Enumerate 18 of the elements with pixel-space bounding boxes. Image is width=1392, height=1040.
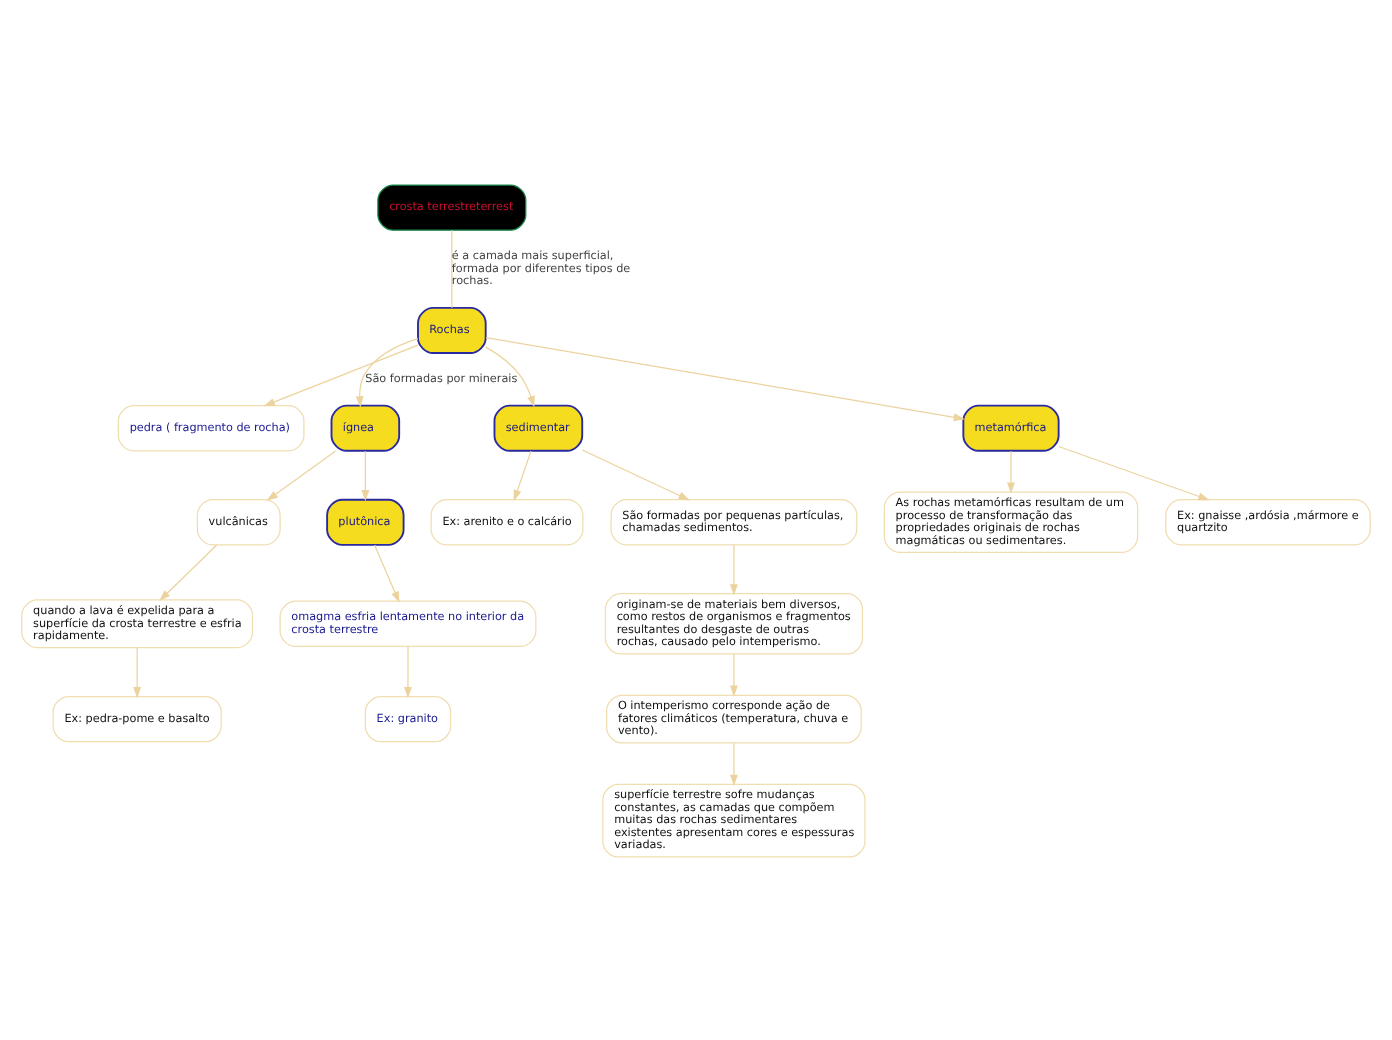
connector (451, 228, 453, 308)
arrow (581, 448, 690, 500)
arrow (355, 336, 419, 407)
arrow (361, 449, 370, 501)
arrow (133, 646, 142, 698)
arrow (729, 741, 738, 785)
arrow (404, 644, 412, 698)
arrow (485, 345, 535, 407)
arrow (729, 543, 738, 595)
arrow (266, 449, 337, 500)
arrow (159, 543, 218, 601)
arrow (485, 335, 965, 421)
arrow (263, 343, 419, 406)
arrow (1007, 449, 1015, 493)
arrow (373, 543, 400, 602)
arrow (513, 449, 532, 501)
arrow (1058, 444, 1210, 500)
arrow (729, 652, 738, 696)
